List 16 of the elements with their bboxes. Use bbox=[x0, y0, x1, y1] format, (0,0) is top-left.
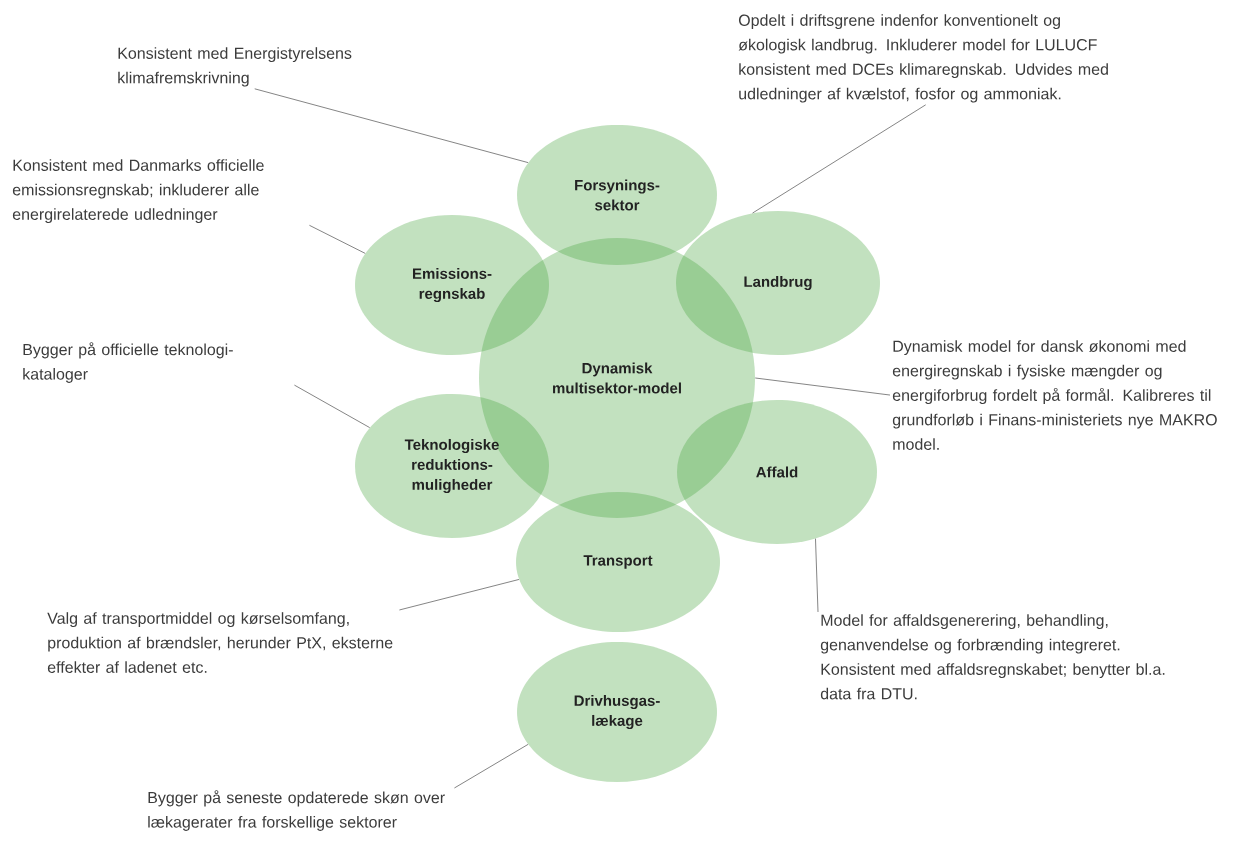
annotation-text: Konsistent med Energistyrelsens klimafremskrivning bbox=[118, 47, 352, 87]
leader-line bbox=[754, 377, 891, 396]
leader-line bbox=[752, 104, 926, 214]
leader-line bbox=[815, 538, 819, 613]
annotation-text: Model for affaldsgenerering, behandling, genanvendelse og forbrænding integreret. Konsistent med affaldsregnskabet; benytter bl.a. data fra DTU. bbox=[820, 614, 1165, 700]
leader-line bbox=[309, 225, 366, 254]
leader-line bbox=[454, 744, 529, 789]
annotation-text: Dynamisk model for dansk økonomi med energiregnskab i fysiske mængder og energiforbrug fordelt på formål. Kalibreres til grundforløb i Finans-ministeriets nye MAKRO model. bbox=[892, 340, 1217, 450]
annotation-text: Bygger på seneste opdaterede skøn over lækagerater fra forskellige sektorer bbox=[148, 790, 445, 831]
leader-line bbox=[399, 579, 520, 611]
leader-line bbox=[294, 384, 370, 428]
annotation-text: Bygger på officielle teknologi-kataloger bbox=[23, 342, 233, 383]
annotation-text: Valg af transportmiddel og kørselsomfang, produktion af brændsler, herunder PtX, eksterne effekter af ladenet etc. bbox=[47, 612, 393, 673]
leader-line bbox=[254, 88, 529, 163]
annotation-text: Opdelt i driftsgrene indenfor konventionelt og økologisk landbrug. Inkluderer model for LULUCF konsistent med DCEs klimaregnskab. Udvides med udledninger af kvælstof, fosfor og ammoniak. bbox=[738, 14, 1108, 103]
annotation-text: Konsistent med Danmarks officielle emissionsregnskab; inkluderer alle energirelaterede udledninger bbox=[12, 159, 264, 224]
